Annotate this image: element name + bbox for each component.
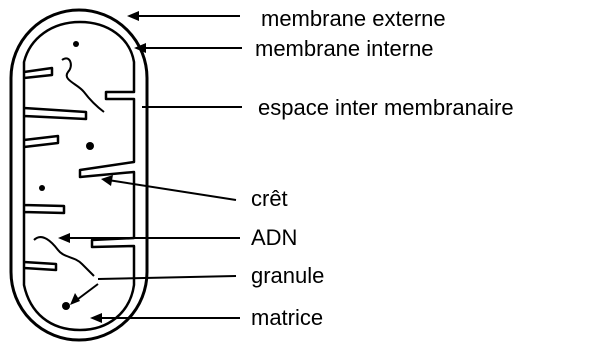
pointer-line <box>107 179 237 201</box>
granule-dot <box>73 41 79 47</box>
arrowhead <box>70 293 80 305</box>
granule-dot <box>86 142 94 150</box>
pointer-line <box>97 275 237 280</box>
label-granule: granule <box>251 263 324 288</box>
granule-dot <box>62 302 70 310</box>
inner-membrane <box>22 20 136 332</box>
granule-dot <box>39 185 45 191</box>
label-dna: ADN <box>251 225 297 250</box>
arrowhead <box>127 11 139 21</box>
outer-membrane <box>9 8 149 342</box>
arrowhead <box>134 43 146 53</box>
dna-strand-upper <box>61 57 105 113</box>
label-inner-membrane: membrane interne <box>255 36 434 61</box>
arrowhead <box>101 175 113 186</box>
arrowhead <box>58 233 70 243</box>
label-outer-membrane: membrane externe <box>261 6 446 31</box>
arrowhead <box>90 313 102 323</box>
label-crista: crêt <box>251 186 288 211</box>
label-matrix: matrice <box>251 305 323 330</box>
label-intermembrane-space: espace inter membranaire <box>258 95 514 120</box>
dna-strand-lower <box>33 236 95 277</box>
